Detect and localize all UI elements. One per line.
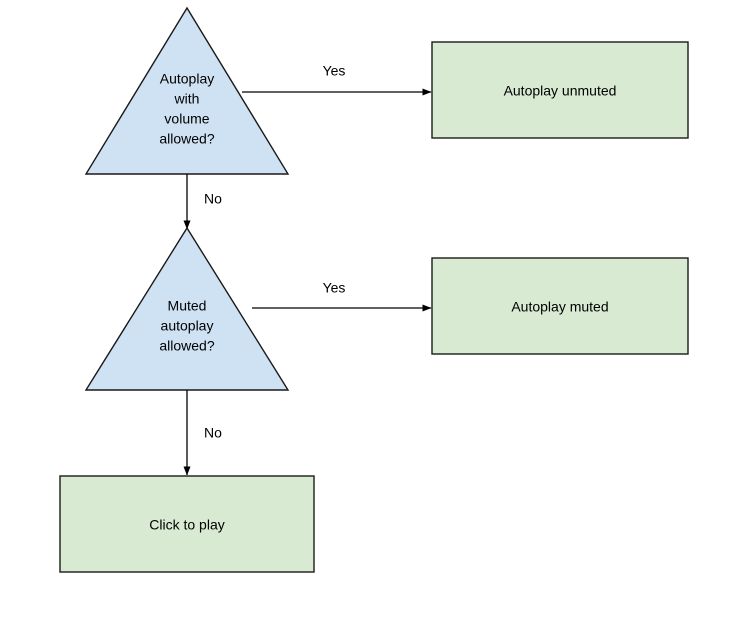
decision-node-autoplay-with-volume[interactable]: Autoplay with volume allowed? — [84, 6, 290, 175]
decision-label-line-2: autoplay — [161, 318, 214, 334]
outcome-node-autoplay-unmuted[interactable]: Autoplay unmuted — [431, 41, 689, 139]
outcome-label-autoplay-muted: Autoplay muted — [511, 299, 608, 315]
edge-label-volume-yes: Yes — [323, 63, 346, 79]
outcome-node-autoplay-muted[interactable]: Autoplay muted — [431, 257, 689, 355]
decision-label-line-1: Autoplay — [160, 71, 214, 87]
decision-label-line-3: volume — [164, 111, 209, 127]
edge-volume-yes: Yes — [242, 63, 432, 96]
decision-label-line-3: allowed? — [159, 338, 214, 354]
rectangle-shape-autoplay-unmuted — [431, 41, 689, 139]
edge-label-muted-yes: Yes — [323, 280, 346, 296]
outcome-label-click-to-play: Click to play — [149, 517, 224, 533]
decision-label-line-4: allowed? — [159, 131, 214, 147]
rectangle-shape-autoplay-muted — [431, 257, 689, 355]
decision-label-line-1: Muted — [168, 298, 207, 314]
edge-volume-no: No — [183, 174, 222, 230]
decision-label-line-2: with — [174, 91, 200, 107]
edge-label-volume-no: No — [204, 191, 222, 207]
edge-muted-yes: Yes — [252, 280, 432, 312]
outcome-node-click-to-play[interactable]: Click to play — [59, 475, 315, 573]
outcome-label-autoplay-unmuted: Autoplay unmuted — [504, 83, 617, 99]
decision-node-muted-autoplay[interactable]: Muted autoplay allowed? — [84, 226, 290, 391]
edge-muted-no: No — [183, 390, 222, 476]
edge-label-muted-no: No — [204, 425, 222, 441]
rectangle-shape-click-to-play — [59, 475, 315, 573]
